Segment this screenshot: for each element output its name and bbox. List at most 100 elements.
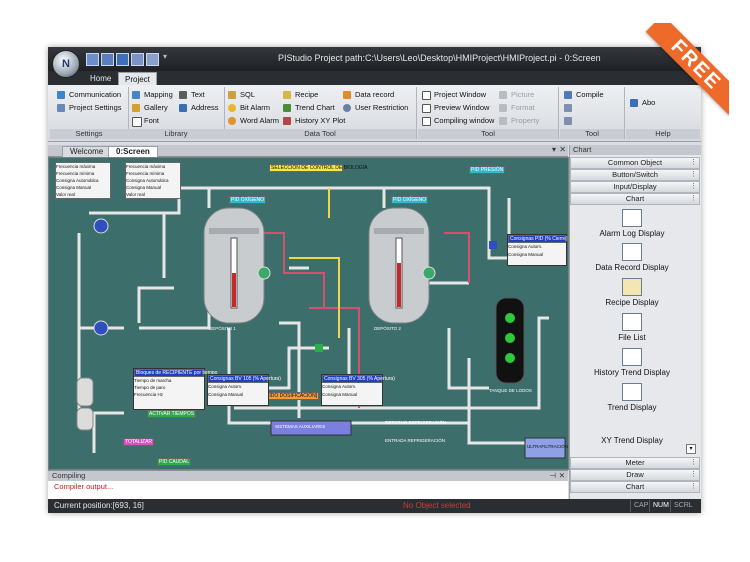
sql-button[interactable]: SQL	[227, 89, 255, 101]
category-button-switch[interactable]: Button/Switch⋮	[570, 169, 700, 181]
category-common-object[interactable]: Common Object⋮	[570, 157, 700, 169]
pid-flow-label[interactable]: PID CAUDAL	[157, 458, 192, 466]
save-icon[interactable]	[116, 53, 129, 66]
object-panel: Chart Common Object⋮ Button/Switch⋮ Inpu…	[569, 145, 701, 499]
pin-icon[interactable]: ⊣	[549, 471, 556, 480]
picture-button[interactable]: Picture	[498, 89, 534, 101]
checkbox-icon[interactable]	[422, 91, 431, 100]
bell-icon	[228, 104, 236, 112]
about-button[interactable]: Abo	[629, 97, 655, 109]
simulate-icon	[564, 117, 572, 125]
communication-button[interactable]: Communication	[56, 89, 121, 101]
app-menu-button[interactable]: N	[52, 50, 80, 78]
tab-screen[interactable]: 0:Screen	[108, 146, 158, 157]
gear-icon	[57, 104, 65, 112]
pipe	[234, 316, 549, 410]
address-button[interactable]: Address	[178, 102, 219, 114]
close-file-icon[interactable]	[146, 53, 159, 66]
scada-diagram	[76, 186, 566, 459]
selection-banner[interactable]: SELECCIÓN DE CONTROL DE BIOLOGÍA	[269, 164, 368, 172]
tool2-group-title: Tool	[560, 129, 624, 139]
tab-welcome[interactable]: Welcome	[62, 146, 112, 157]
panel-row: Frecuencia Hz	[134, 392, 164, 397]
pump-icon	[422, 266, 436, 280]
category-chart-bottom[interactable]: Chart⋮	[570, 481, 700, 493]
recipe-display-item[interactable]: Recipe Display	[570, 278, 694, 307]
bit-alarm-button[interactable]: Bit Alarm	[227, 102, 270, 114]
tab-dropdown-icon[interactable]: ▾	[551, 145, 556, 154]
history-trend-display-item[interactable]: History Trend Display	[570, 348, 694, 377]
quick-access-dropdown-icon[interactable]: ▾	[163, 52, 168, 61]
download-icon	[564, 104, 572, 112]
format-button[interactable]: Format	[498, 102, 535, 114]
new-file-icon[interactable]	[86, 53, 99, 66]
close-icon[interactable]: ✕	[559, 145, 566, 154]
panel-row: Consigna Manual	[208, 392, 244, 397]
gallery-button[interactable]: Gallery	[131, 102, 168, 114]
tab-project[interactable]: Project	[118, 72, 157, 86]
totalize-button[interactable]: TOTALIZAR	[123, 438, 155, 446]
data-record-icon	[622, 243, 642, 261]
activate-times-button[interactable]: ACTIVAR TIEMPOS	[147, 410, 197, 418]
project-settings-button[interactable]: Project Settings	[56, 102, 122, 114]
data-record-display-item[interactable]: Data Record Display	[570, 243, 694, 272]
panel-row: Consigna Autom.	[508, 244, 543, 249]
open-file-icon[interactable]	[101, 53, 114, 66]
property-button[interactable]: Property	[498, 115, 539, 127]
compiling-window-toggle[interactable]: Compiling window	[421, 115, 494, 127]
word-alarm-button[interactable]: Word Alarm	[227, 115, 279, 127]
font-button[interactable]: Font	[131, 115, 159, 127]
trend-chart-button[interactable]: Trend Chart	[282, 102, 335, 114]
text-button[interactable]: Text	[178, 89, 205, 101]
preview-window-toggle[interactable]: Preview Window	[421, 102, 489, 114]
compile-icon	[564, 91, 572, 99]
simulate-button[interactable]	[563, 115, 576, 127]
red-pipe	[444, 232, 470, 283]
level-fill-2	[397, 263, 401, 307]
pipe	[77, 233, 124, 330]
pid-oxygen-label-2[interactable]: PID OXÍGENO	[391, 196, 429, 204]
tab-home[interactable]: Home	[90, 74, 112, 83]
download-button[interactable]	[563, 102, 576, 114]
table-row: Frecuencia máxima	[126, 164, 166, 169]
drag-handle-icon: ⋮	[690, 471, 697, 478]
frequency-table: Frecuencia máxima Frecuencia mínima Cons…	[55, 162, 111, 199]
file-list-item[interactable]: File List	[570, 313, 694, 342]
gallery-icon	[132, 104, 140, 112]
setpoint-panel-2: Consignas BV 305 (% Apertura) Consigna A…	[321, 374, 395, 406]
trend-display-item[interactable]: Trend Display	[570, 383, 694, 412]
mapping-button[interactable]: Mapping	[131, 89, 173, 101]
compile-button[interactable]: Compile	[563, 89, 604, 101]
data-record-button[interactable]: Data record	[342, 89, 394, 101]
cursor-position: Current position:[693, 16]	[54, 501, 144, 510]
category-chart[interactable]: Chart⋮	[570, 193, 700, 205]
data-record-icon	[343, 91, 351, 99]
recipe-button[interactable]: Recipe	[282, 89, 318, 101]
free-corner-ribbon: FREE	[609, 23, 729, 143]
user-restriction-button[interactable]: User Restriction	[342, 102, 408, 114]
history-xy-plot-button[interactable]: History XY Plot	[282, 115, 345, 127]
design-canvas[interactable]: SELECCIÓN DE CONTROL DE BIOLOGÍA Frecuen…	[48, 157, 569, 470]
pipe	[139, 258, 211, 330]
tool-group-title: Tool	[418, 129, 558, 139]
checkbox-checked-icon[interactable]	[422, 117, 431, 126]
category-input-display[interactable]: Input/Display⋮	[570, 181, 700, 193]
compiler-output: Compiler output...	[54, 482, 114, 491]
ultrafiltration-box	[524, 437, 566, 459]
project-window-toggle[interactable]: Project Window	[421, 89, 486, 101]
address-icon	[179, 104, 187, 112]
close-icon[interactable]: ✕	[558, 471, 565, 480]
scroll-down-icon[interactable]: ▾	[686, 444, 696, 454]
tank-band	[209, 228, 259, 234]
xy-trend-display-item[interactable]: XY Trend Display	[570, 418, 694, 445]
pid-pressure-label[interactable]: PID PRESIÓN	[469, 166, 506, 174]
font-icon	[132, 117, 142, 127]
save-as-icon[interactable]	[131, 53, 144, 66]
category-meter[interactable]: Meter⋮	[570, 457, 700, 469]
pid-oxygen-label[interactable]: PID OXÍGENO	[229, 196, 267, 204]
category-draw[interactable]: Draw⋮	[570, 469, 700, 481]
tank-2-label: DEPÓSITO 2	[374, 326, 401, 331]
panel-row: Consigna Manual	[508, 252, 544, 257]
alarm-log-display-item[interactable]: Alarm Log Display	[570, 209, 694, 238]
checkbox-icon[interactable]	[422, 104, 431, 113]
